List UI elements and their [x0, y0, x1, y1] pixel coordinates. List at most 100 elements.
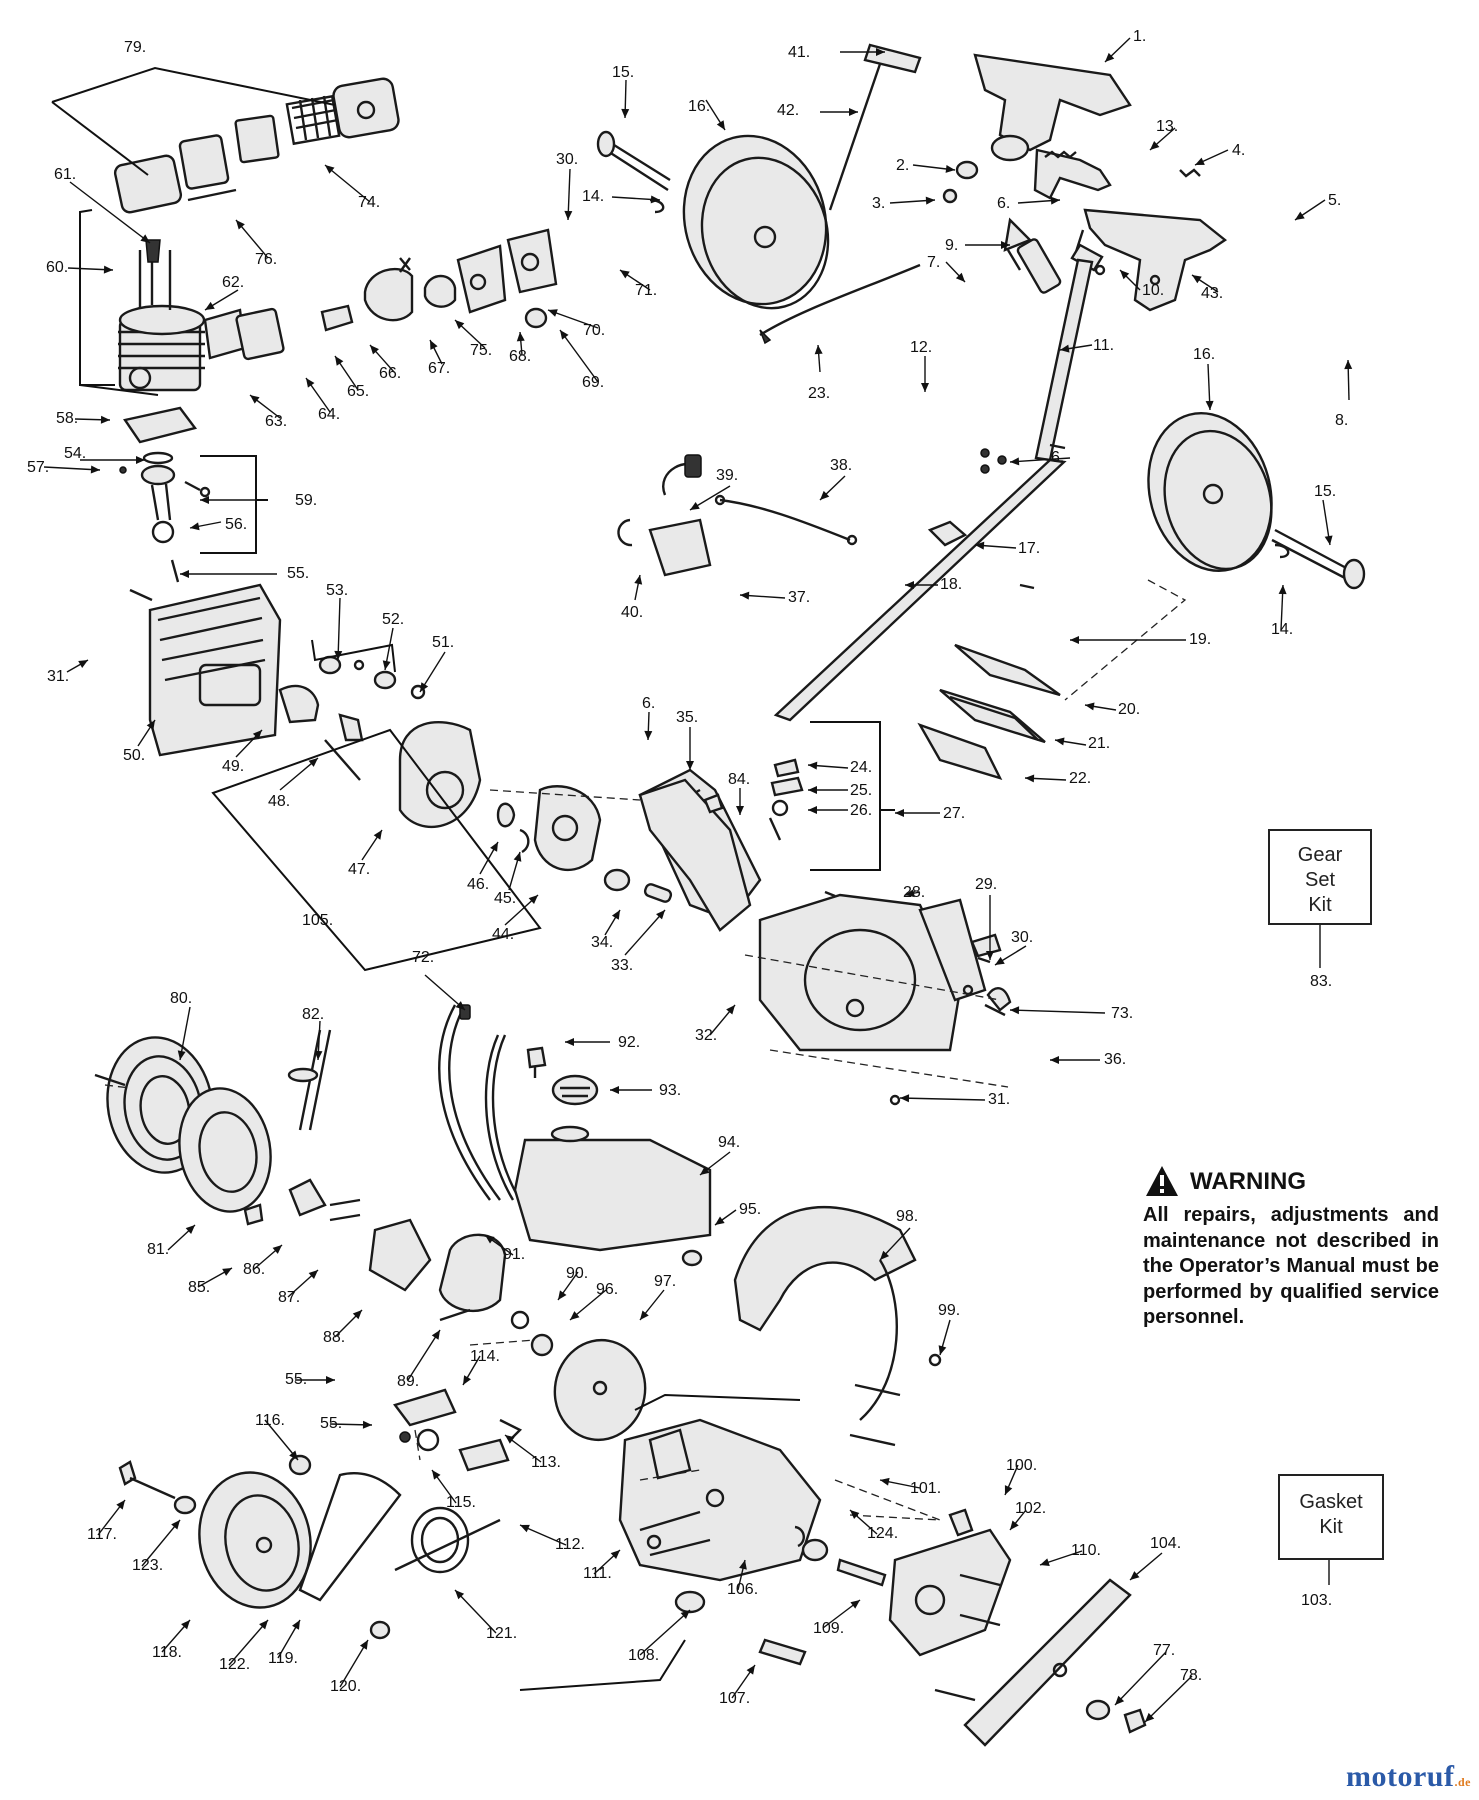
callout-94: 94. — [718, 1134, 740, 1151]
callout-120: 120. — [330, 1678, 361, 1695]
leader-line — [639, 1609, 691, 1656]
ignition-module — [617, 454, 858, 577]
leader-arrowhead — [326, 1376, 335, 1384]
callout-14-right: 14. — [1271, 621, 1293, 638]
leader-arrowhead — [100, 415, 110, 424]
leader-arrowhead — [820, 490, 830, 500]
callout-82: 82. — [302, 1006, 324, 1023]
leader-arrowhead — [1004, 1485, 1013, 1495]
callout-119: 119. — [268, 1650, 298, 1667]
callout-40: 40. — [621, 604, 643, 621]
callout-93: 93. — [659, 1082, 681, 1099]
leader-arrowhead — [177, 1050, 186, 1060]
callout-74: 74. — [358, 194, 380, 211]
callout-47: 47. — [348, 861, 370, 878]
handle-and-shaft — [773, 53, 1228, 722]
leader-arrowhead — [200, 496, 209, 504]
leader-arrowhead — [272, 1245, 282, 1254]
leader-arrowhead — [905, 889, 915, 898]
callout-26: 26. — [850, 802, 872, 819]
leader-arrowhead — [739, 1560, 747, 1570]
leader-arrowhead — [325, 165, 335, 174]
callout-21: 21. — [1088, 735, 1110, 752]
callout-13: 13. — [1156, 118, 1178, 135]
callout-53: 53. — [326, 582, 348, 599]
callout-59: 59. — [295, 492, 317, 509]
callout-49: 49. — [222, 758, 244, 775]
leader-line — [337, 597, 341, 661]
leader-arrowhead — [986, 951, 994, 960]
callout-66: 66. — [379, 365, 401, 382]
callout-123: 123. — [132, 1557, 163, 1574]
callout-75: 75. — [470, 342, 492, 359]
leader-arrowhead — [558, 1290, 567, 1300]
callout-6-bracket: 6. — [642, 695, 655, 712]
leader-arrowhead — [955, 272, 965, 282]
callout-55-upper: 55. — [285, 1371, 307, 1388]
callout-57: 57. — [27, 459, 49, 476]
edger-head-assembly — [393, 1383, 1147, 1747]
callout-108: 108. — [628, 1647, 659, 1664]
callout-31-gearcase: 31. — [988, 1091, 1010, 1108]
leader-arrowhead — [686, 761, 694, 770]
leader-arrowhead — [1025, 774, 1035, 783]
callout-8: 8. — [1335, 412, 1348, 429]
leader-arrowhead — [1001, 241, 1010, 249]
leader-arrowhead — [1050, 1056, 1059, 1064]
clutch-drum-and-guard — [368, 1205, 942, 1442]
leader-arrowhead — [463, 1375, 472, 1385]
leader-arrowhead — [634, 575, 643, 585]
leader-arrowhead — [334, 650, 343, 660]
callout-113: 113. — [531, 1454, 561, 1471]
callout-80: 80. — [170, 990, 192, 1007]
leader-arrowhead — [140, 234, 150, 243]
leader-arrowhead — [455, 1001, 465, 1010]
callout-16-right: 16. — [1193, 346, 1215, 363]
leader-line — [407, 1329, 441, 1381]
air-filter-assembly — [113, 77, 400, 214]
callout-12: 12. — [910, 339, 932, 356]
callout-73: 73. — [1111, 1005, 1133, 1022]
callout-5: 5. — [1328, 192, 1341, 209]
callout-51: 51. — [432, 634, 454, 651]
fuel-tank-and-lines — [438, 1004, 712, 1267]
callout-36: 36. — [1104, 1051, 1126, 1068]
callout-77: 77. — [1153, 1642, 1175, 1659]
engine-cylinder — [118, 239, 211, 544]
leader-arrowhead — [1060, 344, 1070, 353]
callout-16: 16. — [688, 98, 710, 115]
callout-34: 34. — [591, 934, 613, 951]
callout-97: 97. — [654, 1273, 676, 1290]
callout-86: 86. — [243, 1261, 265, 1278]
leader-arrowhead — [850, 1600, 860, 1609]
callout-52: 52. — [382, 611, 404, 628]
leader-arrowhead — [1085, 702, 1095, 711]
callout-90: 90. — [566, 1265, 588, 1282]
leader-arrowhead — [181, 1620, 190, 1630]
callout-37: 37. — [788, 589, 810, 606]
gasket-kit-line-1: Gasket — [1299, 1491, 1363, 1513]
leader-arrowhead — [205, 301, 215, 310]
idler-and-belt — [118, 1454, 501, 1640]
leader-arrowhead — [565, 1038, 574, 1046]
leader-arrowhead — [850, 1510, 860, 1519]
callout-7: 7. — [927, 254, 940, 271]
leader-arrowhead — [690, 501, 700, 510]
leader-arrowhead — [250, 395, 260, 404]
leader-arrowhead — [560, 330, 569, 340]
leader-arrowhead — [314, 1050, 323, 1060]
leader-arrowhead — [945, 164, 955, 173]
callout-19: 19. — [1189, 631, 1211, 648]
leader-line — [1009, 457, 1071, 463]
gasket-kit-box: Gasket Kit — [1278, 1474, 1384, 1560]
warning-icon — [1146, 1166, 1178, 1196]
callout-102: 102. — [1015, 1500, 1046, 1517]
leader-arrowhead — [1150, 141, 1160, 150]
leader-arrowhead — [171, 1520, 180, 1530]
leader-arrowhead — [373, 830, 382, 840]
leader-arrowhead — [900, 1094, 910, 1103]
leader-arrowhead — [292, 1620, 300, 1630]
callout-18: 18. — [940, 576, 962, 593]
